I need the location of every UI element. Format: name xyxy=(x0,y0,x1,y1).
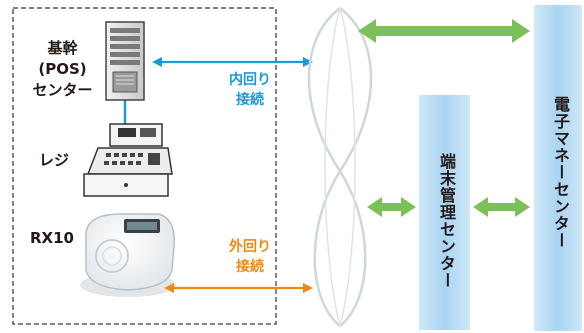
outer-connection-label: 外回り 接続 xyxy=(229,239,271,275)
inner-connection-label: 内回り 接続 xyxy=(229,72,271,108)
payment-terminal-icon xyxy=(80,213,176,297)
emoney-center-label: 電子マネーセンター xyxy=(551,96,570,249)
network-cloud-icon xyxy=(307,7,373,327)
server-icon xyxy=(105,21,145,101)
green-arrow-terminal-emoney xyxy=(473,197,530,217)
terminal-label: RX10 xyxy=(30,229,74,247)
terminal-center-label: 端末管理センター xyxy=(437,153,456,289)
green-arrow-top xyxy=(358,19,530,43)
green-arrow-cloud-terminal xyxy=(367,197,416,217)
register-label: レジ xyxy=(38,151,69,169)
terminal-center-bar xyxy=(419,95,470,330)
emoney-center-bar xyxy=(534,5,582,331)
store-boundary xyxy=(12,7,277,325)
cash-register-icon xyxy=(83,123,173,197)
host-label: 基幹 (POS) センター xyxy=(32,39,93,99)
